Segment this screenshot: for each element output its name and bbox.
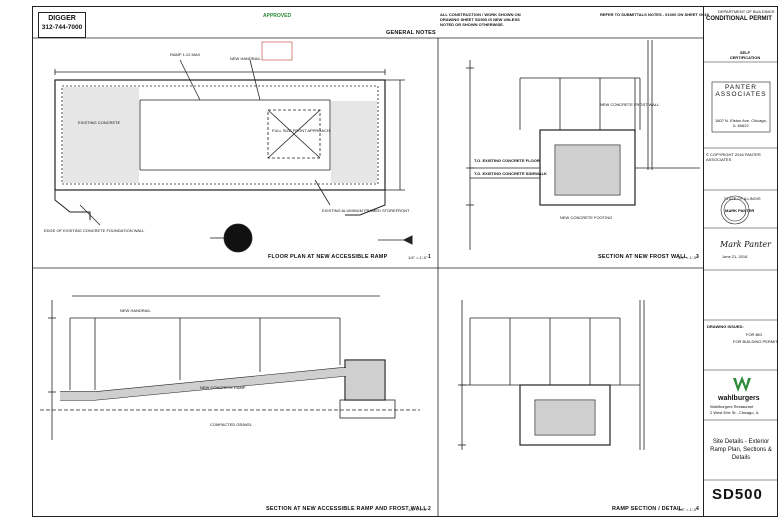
client-logo-text: wahlburgers [718, 395, 760, 402]
note-tos-sidewalk: T.O. EXISTING CONCRETE SIDEWALK [474, 171, 547, 176]
note-section-handrail: NEW HANDRAIL [120, 308, 151, 313]
note-new-concrete-ramp: NEW CONCRETE RAMP [200, 385, 246, 390]
seal-state: STATE OF ILLINOIS [724, 196, 761, 201]
architect-signature: Mark Panter [720, 240, 771, 249]
note-tos-floor: T.O. EXISTING CONCRETE FLOOR [474, 158, 540, 163]
seal-architect: MARK PANTER [725, 208, 755, 213]
ramp-detail-title: RAMP SECTION / DETAIL [612, 506, 683, 512]
section-ramp-title: SECTION AT NEW ACCESSIBLE RAMP AND FROST… [266, 506, 427, 512]
plan-title: FLOOR PLAN AT NEW ACCESSIBLE RAMP [268, 254, 388, 260]
plan-note-storefront: EXISTING ALUMINUM FRAMED STOREFRONT [322, 208, 410, 213]
firm-name: PANTER ASSOCIATES [715, 84, 767, 98]
permit-label: CONDITIONAL PERMIT [706, 16, 772, 22]
approved-stamp: APPROVED [263, 13, 292, 19]
plan-note-ramp: RAMP 1:12 MAX [170, 52, 201, 57]
plan-number: 1 [428, 254, 431, 260]
sheet-number: SD500 [712, 486, 763, 503]
sheet-title: Site Details - Exterior Ramp Plan, Secti… [710, 439, 772, 461]
note-compacted-gravel: COMPACTED GRAVEL [210, 422, 253, 427]
firm-address: 1807 N. Elston Ave. Chicago, IL 60622 [715, 118, 767, 128]
dept-label: DEPARTMENT OF BUILDINGS [718, 9, 775, 14]
digger-label: DIGGER [48, 15, 76, 22]
project-name: Wahlburgers Restaurant [710, 404, 754, 409]
self-cert-label: SELF CERTIFICATION [729, 50, 761, 60]
digger-phone: 312-744-7000 [41, 24, 83, 31]
issue-for-bid: FOR BID [746, 332, 763, 337]
copyright: © COPYRIGHT 2016 PANTER ASSOCIATES [706, 152, 761, 162]
section-frost-number: 3 [696, 254, 699, 260]
all-construction-note: ALL CONSTRUCTION / WORK SHOWN ON DRAWING… [440, 12, 521, 27]
plan-note-handrail: NEW HANDRAIL [230, 56, 261, 61]
section-frost-scale: 3/4" = 1'-0" [678, 255, 698, 260]
section-ramp-scale: 1/4" = 1'-0" [408, 507, 428, 512]
note-new-frost-wall: NEW CONCRETE FROST WALL [600, 102, 660, 107]
plan-note-full-size: FULL SIZE FRONT APPROACH [272, 128, 330, 133]
digger-box: DIGGER 312-744-7000 [38, 12, 86, 38]
section-frost-title: SECTION AT NEW FROST WALL [598, 254, 688, 260]
signature-date: June 21, 2016 [722, 254, 748, 259]
section-ramp-number: 2 [428, 506, 431, 512]
general-notes-title: GENERAL NOTES [386, 30, 436, 36]
plan-note-edge: EDGE OF EXISTING CONCRETE FOUNDATION WAL… [44, 228, 145, 233]
project-address: 2 West Erie St., Chicago, IL [710, 410, 760, 415]
title-block [703, 6, 778, 517]
note-new-footing: NEW CONCRETE FOOTING [560, 215, 613, 220]
ramp-detail-scale: 3/4" = 1'-0" [678, 507, 698, 512]
plan-note-existing-concrete: EXISTING CONCRETE [78, 120, 121, 125]
drawing-issued: DRAWING ISSUED: [707, 324, 744, 329]
refer-notes: REFER TO SUBMITTALS NOTES - 01000 ON SHE… [600, 12, 709, 17]
sheet-border [32, 6, 778, 517]
plan-scale: 1/4" = 1'-0" [408, 255, 428, 260]
issue-for-permit: FOR BUILDING PERMIT [733, 339, 778, 344]
ramp-detail-number: 4 [696, 506, 699, 512]
